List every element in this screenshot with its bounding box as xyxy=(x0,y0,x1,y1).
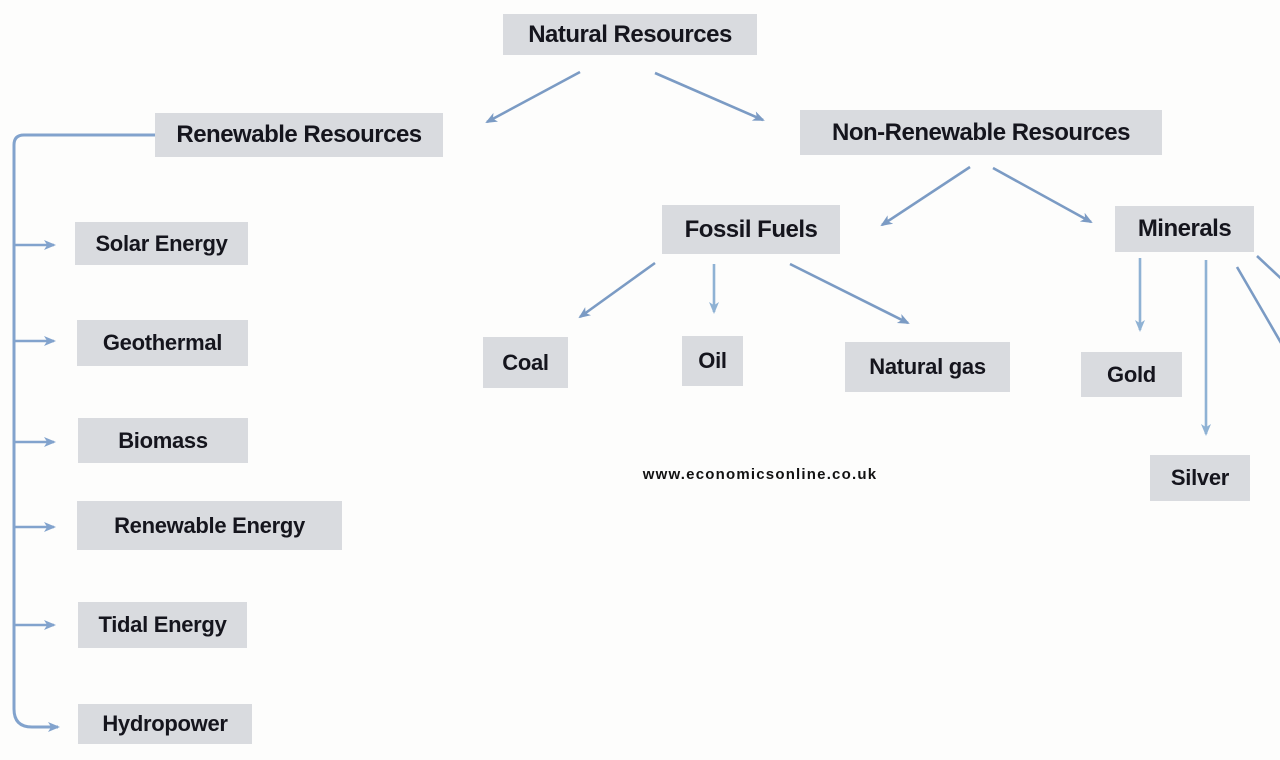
node-fossil-fuels: Fossil Fuels xyxy=(662,205,840,254)
arrow-minerals-offscreen-long xyxy=(1235,266,1280,344)
watermark-url: www.economicsonline.co.uk xyxy=(642,465,878,483)
node-solar-energy: Solar Energy xyxy=(75,222,248,265)
node-nonrenewable-resources: Non-Renewable Resources xyxy=(800,110,1162,155)
node-geothermal: Geothermal xyxy=(77,320,248,366)
node-natural-gas: Natural gas xyxy=(845,342,1010,392)
arrow-fossil-to-natural-gas xyxy=(789,262,910,325)
node-gold: Gold xyxy=(1081,352,1182,397)
node-renewable-energy: Renewable Energy xyxy=(77,501,342,550)
node-coal: Coal xyxy=(483,337,568,388)
arrow-minerals-offscreen-short xyxy=(1256,255,1280,280)
node-natural-resources: Natural Resources xyxy=(503,14,757,55)
arrow-natural-to-renewable xyxy=(485,70,581,124)
arrow-fossil-to-coal xyxy=(578,261,656,319)
node-hydropower: Hydropower xyxy=(78,704,252,744)
node-silver: Silver xyxy=(1150,455,1250,501)
node-oil: Oil xyxy=(682,336,743,386)
arrow-nonrenewable-to-minerals xyxy=(992,166,1093,224)
arrow-nonrenewable-to-fossil xyxy=(880,165,971,227)
node-minerals: Minerals xyxy=(1115,206,1254,252)
renewable-trunk-line xyxy=(12,133,155,732)
node-tidal-energy: Tidal Energy xyxy=(78,602,247,648)
node-renewable-resources: Renewable Resources xyxy=(155,113,443,157)
arrow-natural-to-nonrenewable xyxy=(654,71,765,122)
node-biomass: Biomass xyxy=(78,418,248,463)
